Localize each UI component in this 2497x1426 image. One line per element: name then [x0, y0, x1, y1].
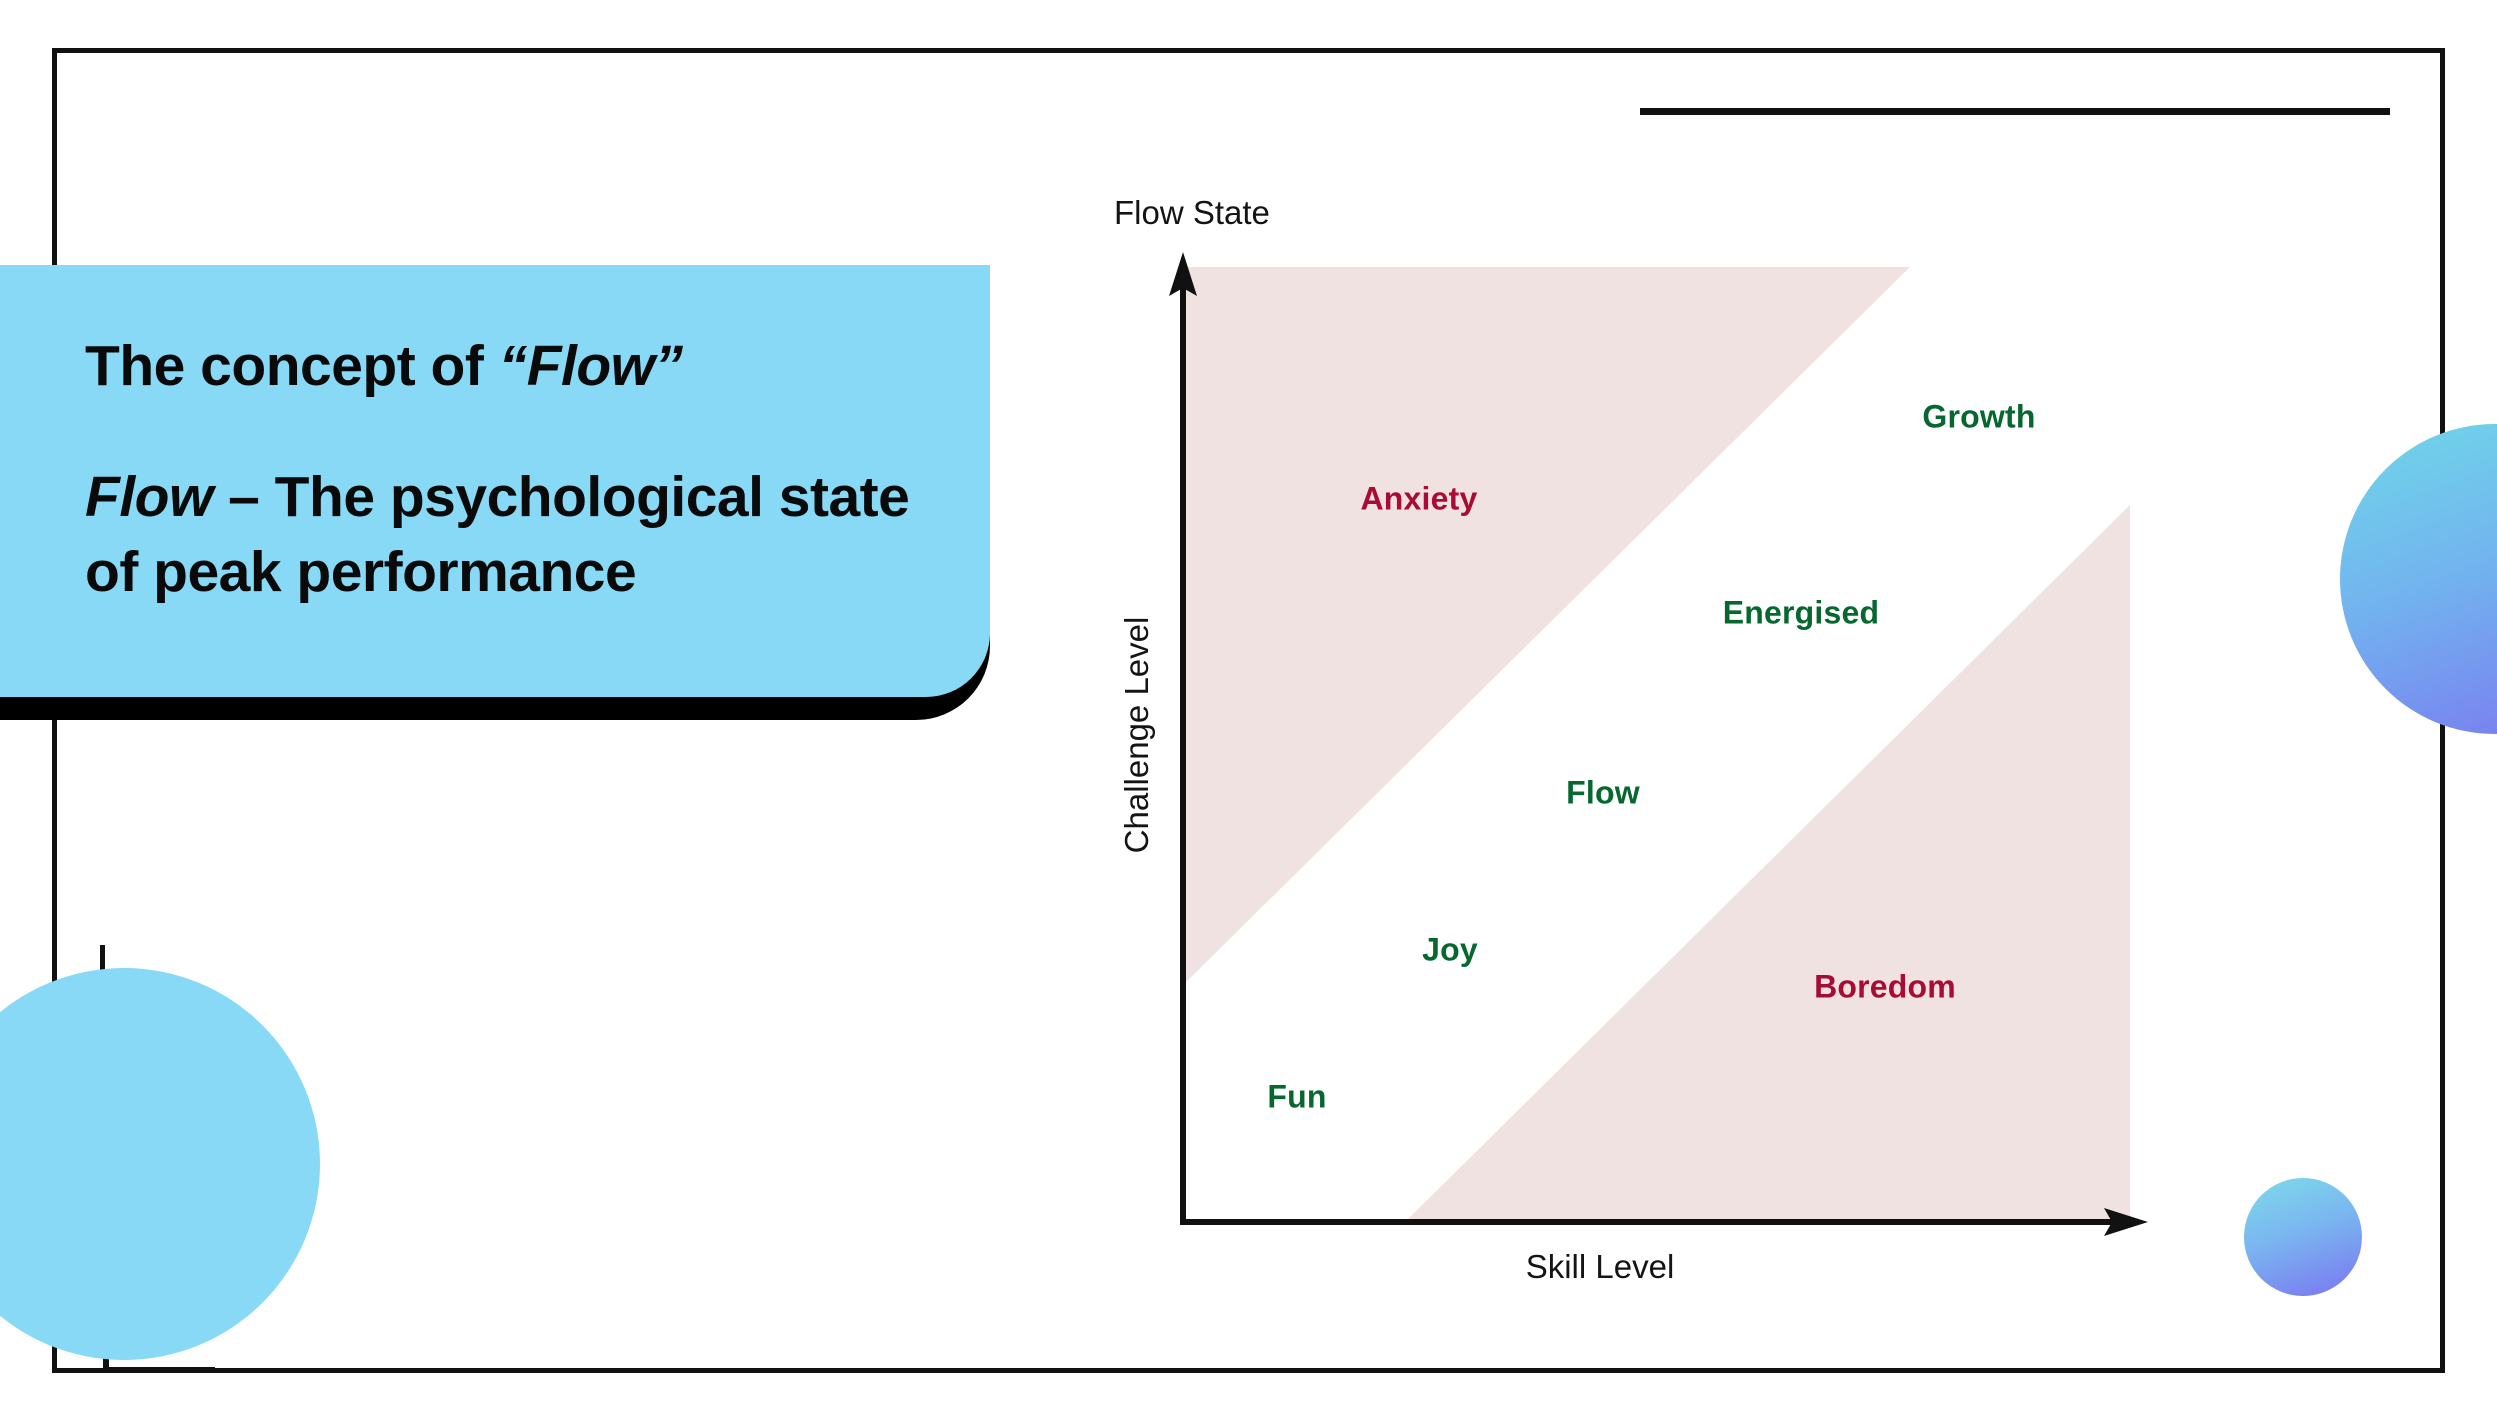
zone-label-boredom: Boredom — [1814, 968, 1956, 1005]
x-axis-label: Skill Level — [1525, 1248, 1675, 1285]
anxiety-region — [1183, 267, 1910, 985]
chart-title: Flow State — [1114, 194, 1270, 231]
card-heading: The concept of “Flow” — [85, 329, 926, 404]
card-heading-plain: The concept of — [85, 334, 499, 398]
card-definition: Flow – The psychological state of peak p… — [85, 460, 915, 610]
card-definition-term: Flow — [85, 465, 213, 530]
decorative-circle-left — [0, 968, 320, 1360]
decorative-circle-right-small — [2244, 1178, 2362, 1296]
card-definition-text: – The psychological state of peak perfor… — [85, 465, 910, 605]
zone-label-energised: Energised — [1722, 594, 1880, 631]
x-axis-arrowhead — [2104, 1208, 2148, 1236]
y-axis-label: Challenge Level — [1118, 616, 1155, 854]
y-axis-arrowhead — [1169, 252, 1197, 296]
zone-label-joy: Joy — [1422, 931, 1478, 968]
zone-label-flow: Flow — [1566, 774, 1640, 811]
title-card: The concept of “Flow” Flow – The psychol… — [0, 265, 990, 697]
zone-label-growth: Growth — [1922, 398, 2036, 435]
top-right-accent-line — [1640, 108, 2390, 115]
boredom-region — [1405, 505, 2130, 1222]
zone-label-anxiety: Anxiety — [1360, 480, 1478, 517]
zone-label-fun: Fun — [1267, 1078, 1327, 1115]
card-heading-emphasis: “Flow” — [498, 334, 683, 398]
